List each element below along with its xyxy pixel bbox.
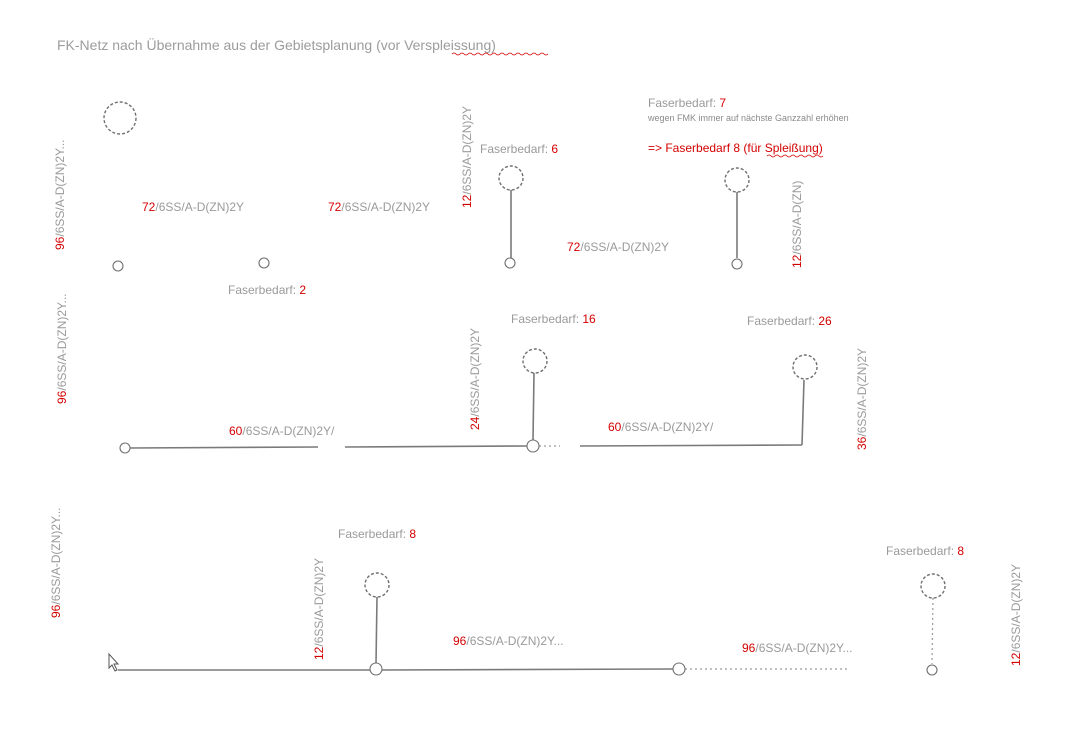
row3-cable-2-label: 96/6SS/A-D(ZN)2Y... — [742, 641, 853, 655]
row2-cable-2-label: 60/6SS/A-D(ZN)2Y/ — [608, 420, 714, 434]
row3-line-2 — [381, 668, 674, 671]
row1-right-node-big — [724, 167, 750, 193]
row3-vertical-right-label: 12/6SS/A-D(ZN)2Y — [1009, 564, 1023, 666]
row3-right-drop-line — [931, 597, 934, 665]
row3-mid-drop-line — [375, 596, 378, 665]
row1-cable-1-label: 72/6SS/A-D(ZN)2Y — [142, 200, 244, 214]
row3-vertical-mid-label: 12/6SS/A-D(ZN)2Y — [312, 558, 326, 660]
note-faserbedarf-splice: => Faserbedarf 8 (für Spleißung) — [648, 141, 823, 155]
row3-mid-junction — [369, 662, 383, 676]
row3-right-node-big — [920, 573, 946, 599]
row2-mid-faserbedarf: Faserbedarf: 16 — [511, 312, 596, 326]
row3-cable-1-label: 96/6SS/A-D(ZN)2Y... — [453, 634, 564, 648]
row2-line-3 — [579, 444, 803, 447]
row2-right-faserbedarf: Faserbedarf: 26 — [747, 314, 832, 328]
row1-mid-faserbedarf: Faserbedarf: 6 — [480, 142, 558, 156]
row1-mid-node-big — [498, 165, 524, 191]
row1-vertical-mid-label: 12/6SS/A-D(ZN)2Y — [460, 106, 474, 208]
row2-line-1 — [129, 446, 319, 449]
row1-cable-2-label: 72/6SS/A-D(ZN)2Y — [328, 200, 430, 214]
row2-vertical-right-label: 36/6SS/A-D(ZN)2Y — [855, 348, 869, 450]
diagram-title: FK-Netz nach Übernahme aus der Gebietspl… — [57, 36, 496, 53]
row1-small-node — [258, 257, 270, 269]
mouse-cursor-icon — [108, 652, 120, 672]
spellcheck-underline — [451, 52, 549, 56]
spellcheck-underline-2 — [766, 154, 824, 158]
row1-vertical-left-label: 96/6SS/A-D(ZN)2Y... — [53, 140, 67, 251]
row1-cable-3-label: 72/6SS/A-D(ZN)2Y — [567, 240, 669, 254]
row3-mid-node-big — [364, 572, 390, 598]
row2-mid-node-big — [522, 348, 548, 374]
row3-right-node-small — [926, 664, 938, 676]
row2-vertical-mid-label: 24/6SS/A-D(ZN)2Y — [468, 328, 482, 430]
row2-line-2 — [344, 445, 529, 448]
row2-vertical-left-label: 96/6SS/A-D(ZN)2Y... — [55, 294, 69, 405]
row2-right-node-big — [792, 354, 818, 380]
row1-right-node-small — [731, 258, 743, 270]
row2-cable-1-label: 60/6SS/A-D(ZN)2Y/ — [229, 424, 335, 438]
row1-vertical-right-label: 12/6SS/A-D(ZN) — [790, 181, 804, 268]
row1-origin-node — [103, 101, 137, 135]
row2-mid-junction — [526, 439, 540, 453]
row3-right-faserbedarf: Faserbedarf: 8 — [886, 544, 964, 558]
row1-mid-node-small — [504, 257, 516, 269]
row2-right-riser — [801, 379, 805, 446]
row2-start-node — [119, 442, 131, 454]
row1-start-node — [112, 260, 124, 272]
row3-junction-right — [672, 662, 686, 676]
row3-vertical-left-label: 96/6SS/A-D(ZN)2Y... — [49, 508, 63, 619]
row3-mid-faserbedarf: Faserbedarf: 8 — [338, 527, 416, 541]
row1-right-faserbedarf: Faserbedarf: 7 — [648, 96, 726, 110]
row2-mid-drop-line — [532, 372, 535, 441]
note-round-up: wegen FMK immer auf nächste Ganzzahl erh… — [647, 113, 849, 123]
row1-small-faserbedarf: Faserbedarf: 2 — [228, 283, 306, 297]
